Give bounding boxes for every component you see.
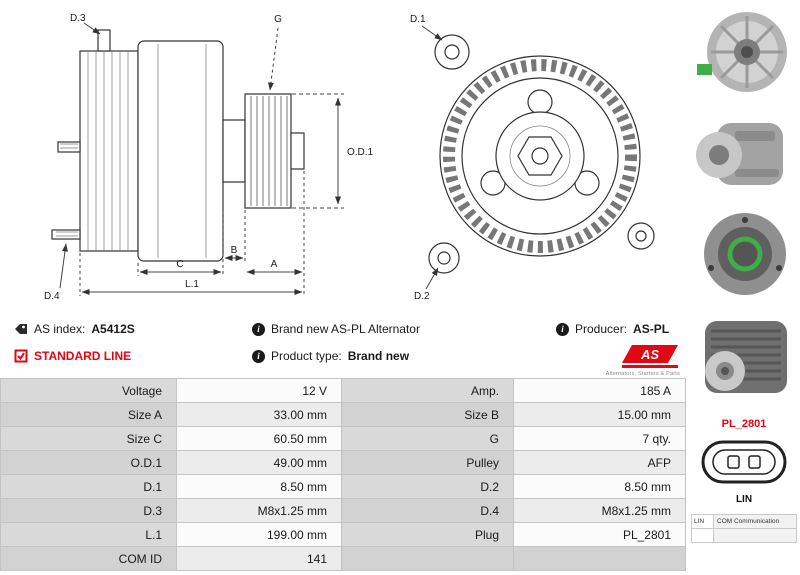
spec-label: Voltage bbox=[1, 379, 177, 403]
spec-value: 199.00 mm bbox=[177, 523, 342, 547]
product-photo-4 bbox=[691, 309, 797, 405]
product-type: i Product type: Brand new bbox=[252, 349, 409, 363]
front-view-drawing: D.1 D.2 bbox=[410, 14, 655, 302]
spec-label: Size C bbox=[1, 427, 177, 451]
as-pl-logo-icon: AS bbox=[622, 345, 678, 368]
table-row: D.1 8.50 mm D.2 8.50 mm bbox=[1, 475, 686, 499]
table-row: Size C 60.50 mm G 7 qty. bbox=[1, 427, 686, 451]
spec-value bbox=[514, 547, 686, 571]
producer-label: Producer: bbox=[575, 322, 628, 336]
as-pl-logo: AS Alternators, Starters & Parts bbox=[606, 344, 680, 377]
brand-new-text: Brand new AS-PL Alternator bbox=[271, 322, 420, 336]
table-row: L.1 199.00 mm Plug PL_2801 bbox=[1, 523, 686, 547]
spec-label: L.1 bbox=[1, 523, 177, 547]
plug-type-label: LIN bbox=[735, 494, 753, 505]
spec-label: D.2 bbox=[342, 475, 514, 499]
spec-value: M8x1.25 mm bbox=[514, 499, 686, 523]
spec-label bbox=[342, 547, 514, 571]
spec-label: D.1 bbox=[1, 475, 177, 499]
product-type-value: Brand new bbox=[347, 349, 410, 363]
spec-value: PL_2801 bbox=[514, 523, 686, 547]
dim-label-b: B bbox=[231, 245, 238, 256]
spec-value: 8.50 mm bbox=[514, 475, 686, 499]
spec-table: Voltage 12 V Amp. 185 A Size A 33.00 mm … bbox=[0, 378, 686, 571]
spec-value: 12 V bbox=[177, 379, 342, 403]
info-icon: i bbox=[252, 349, 265, 363]
spec-value: 15.00 mm bbox=[514, 403, 686, 427]
standard-line-label: STANDARD LINE bbox=[34, 349, 132, 363]
table-row: Voltage 12 V Amp. 185 A bbox=[1, 379, 686, 403]
spec-value: 49.00 mm bbox=[177, 451, 342, 475]
standard-line: STANDARD LINE bbox=[14, 349, 131, 363]
product-photo-1 bbox=[691, 6, 797, 102]
com-description-empty bbox=[714, 529, 796, 542]
table-row: D.3 M8x1.25 mm D.4 M8x1.25 mm bbox=[1, 499, 686, 523]
info-icon: i bbox=[252, 322, 265, 336]
connector-plug-diagram bbox=[701, 440, 787, 484]
brand-new-note: i Brand new AS-PL Alternator bbox=[252, 322, 420, 336]
com-table: LIN COM Communication bbox=[691, 514, 797, 543]
com-row: LIN COM Communication bbox=[692, 515, 796, 529]
producer: i Producer: AS-PL bbox=[556, 322, 669, 336]
spec-value: 185 A bbox=[514, 379, 686, 403]
spec-label: Plug bbox=[342, 523, 514, 547]
dim-label-a: A bbox=[271, 259, 278, 270]
dim-label-d3: D.3 bbox=[70, 13, 86, 24]
tag-icon bbox=[15, 324, 27, 334]
table-row: Size A 33.00 mm Size B 15.00 mm bbox=[1, 403, 686, 427]
spec-value: 8.50 mm bbox=[177, 475, 342, 499]
product-info-band: AS index: A5412S STANDARD LINE i Brand n… bbox=[0, 312, 686, 378]
com-code: LIN bbox=[692, 515, 714, 528]
spec-label: Amp. bbox=[342, 379, 514, 403]
info-icon: i bbox=[556, 322, 569, 336]
spec-label: D.3 bbox=[1, 499, 177, 523]
spec-label: Size A bbox=[1, 403, 177, 427]
logo-text: AS bbox=[640, 347, 659, 362]
dim-label-d2: D.2 bbox=[414, 291, 430, 302]
spec-label: G bbox=[342, 427, 514, 451]
dim-label-c: C bbox=[176, 259, 183, 270]
as-index: AS index: A5412S bbox=[14, 322, 135, 336]
logo-subtext: Alternators, Starters & Parts bbox=[605, 371, 680, 377]
spec-value: 7 qty. bbox=[514, 427, 686, 451]
spec-label: D.4 bbox=[342, 499, 514, 523]
com-description: COM Communication bbox=[717, 518, 780, 525]
producer-value: AS-PL bbox=[633, 322, 670, 336]
technical-drawings: D.3 D.4 G O.D.1 C B A L.1 bbox=[0, 0, 686, 312]
spec-value: AFP bbox=[514, 451, 686, 475]
dim-label-d1: D.1 bbox=[410, 14, 426, 25]
spec-value: 33.00 mm bbox=[177, 403, 342, 427]
product-type-label: Product type: bbox=[271, 349, 342, 363]
product-photo-3 bbox=[691, 208, 797, 304]
spec-label: O.D.1 bbox=[1, 451, 177, 475]
spec-value: 141 bbox=[177, 547, 342, 571]
dim-label-d4: D.4 bbox=[44, 291, 60, 302]
dim-label-g: G bbox=[274, 14, 282, 25]
com-code-empty bbox=[692, 529, 714, 542]
spec-value: M8x1.25 mm bbox=[177, 499, 342, 523]
product-sidebar: PL_2801 LIN LIN COM Communication bbox=[688, 0, 800, 575]
side-view-drawing: D.3 D.4 G O.D.1 C B A L.1 bbox=[44, 13, 374, 302]
checkbox-icon bbox=[14, 349, 28, 363]
spec-label: Size B bbox=[342, 403, 514, 427]
spec-value: 60.50 mm bbox=[177, 427, 342, 451]
plug-code: PL_2801 bbox=[721, 418, 767, 430]
table-row: O.D.1 49.00 mm Pulley AFP bbox=[1, 451, 686, 475]
product-photo-2 bbox=[691, 107, 797, 203]
spec-label: COM ID bbox=[1, 547, 177, 571]
as-index-value: A5412S bbox=[91, 322, 135, 336]
table-row: COM ID 141 bbox=[1, 547, 686, 571]
dim-label-od1: O.D.1 bbox=[347, 147, 374, 158]
spec-label: Pulley bbox=[342, 451, 514, 475]
as-index-label: AS index: bbox=[34, 322, 86, 336]
dim-label-l1: L.1 bbox=[185, 279, 199, 290]
com-row-empty bbox=[692, 529, 796, 542]
